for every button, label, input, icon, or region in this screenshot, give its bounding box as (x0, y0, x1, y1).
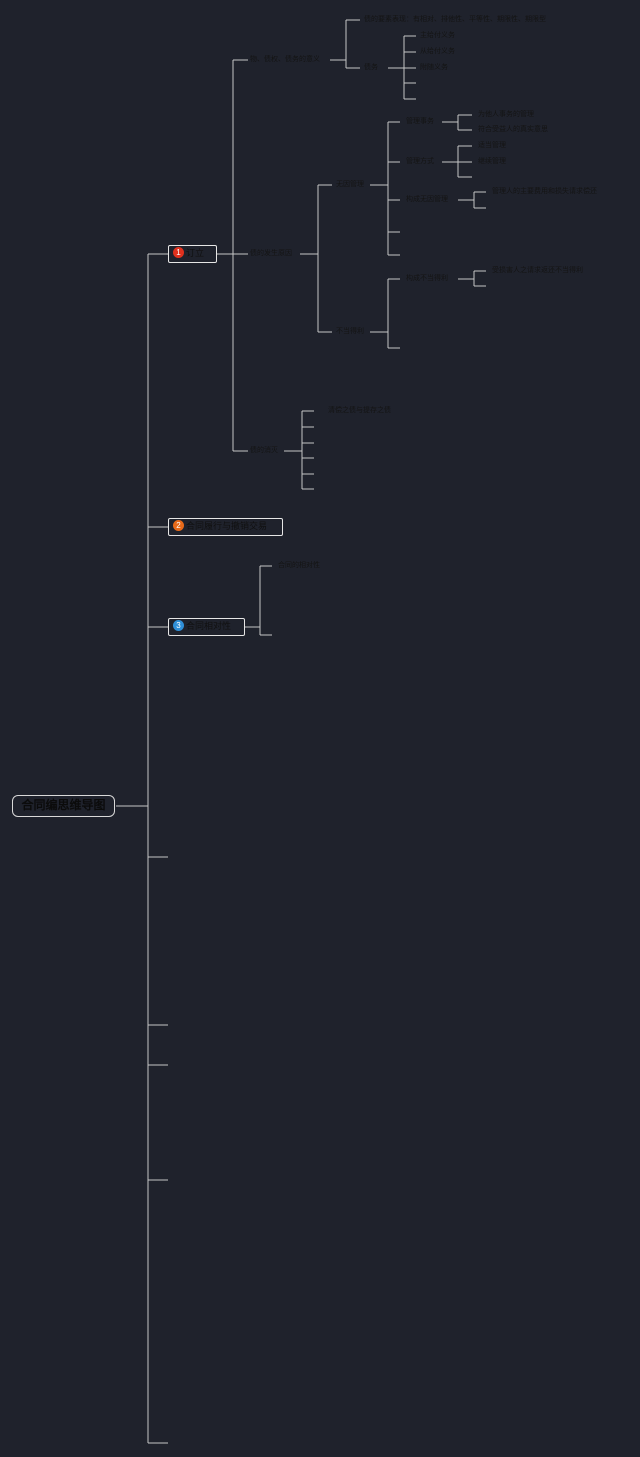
topic-n2a3a[interactable]: 管理人的主要费用和损失请求偿还 (492, 188, 597, 195)
topic-n2a2a[interactable]: 适当管理 (478, 142, 506, 149)
topic-n2a2[interactable]: 管理方式 (406, 158, 434, 165)
number-badge-icon: 1 (173, 247, 184, 259)
topic-n1b2[interactable]: 从给付义务 (420, 48, 455, 55)
topic-n1b3[interactable]: 附随义务 (420, 64, 448, 71)
topic-n1b1[interactable]: 主给付义务 (420, 32, 455, 39)
topic-n2b[interactable]: 不当得利 (336, 328, 364, 335)
branch-3-label: 合同相对性 (186, 621, 232, 631)
topic-n2a1[interactable]: 管理事务 (406, 118, 434, 125)
topic-n1a[interactable]: 债的要素表现：有相对、排他性、平等性、期限性、期限型 (364, 16, 546, 23)
branch-1-label: 订立 (186, 248, 205, 258)
topic-n2[interactable]: 债的发生原因 (250, 250, 292, 257)
topic-n1[interactable]: 物、债权、债务的意义 (250, 56, 320, 63)
topic-b3a[interactable]: 合同的相对性 (278, 562, 320, 569)
topic-n2a1a[interactable]: 为他人事务的管理 (478, 111, 534, 118)
branch-2-label: 合同履行与撤销交易 (186, 521, 268, 531)
root-topic[interactable]: 合同编思维导图 (12, 795, 115, 817)
topic-n2b1[interactable]: 构成不当得利 (406, 275, 448, 282)
topic-n1b[interactable]: 债务 (364, 64, 378, 71)
number-badge-icon: 3 (173, 620, 184, 632)
number-badge-icon: 2 (173, 520, 184, 532)
topic-n2a3[interactable]: 构成无因管理 (406, 196, 448, 203)
topic-n2a2b[interactable]: 继续管理 (478, 158, 506, 165)
topic-n2a1b[interactable]: 符合受益人的真实意思 (478, 126, 548, 133)
topic-n3[interactable]: 债的消灭 (250, 447, 278, 454)
topic-n2a[interactable]: 无因管理 (336, 181, 364, 188)
topic-n2b1a[interactable]: 受损害人之请求返还不当得利 (492, 267, 583, 274)
topic-n3a[interactable]: 清偿之债与提存之债 (328, 407, 391, 414)
